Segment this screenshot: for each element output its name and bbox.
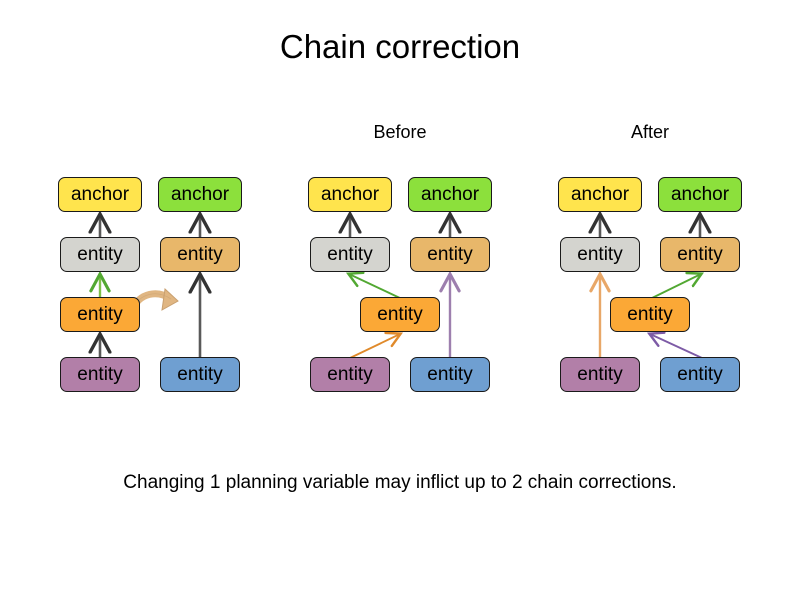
page-title: Chain correction <box>279 28 521 65</box>
node-label: entity <box>677 244 723 265</box>
group-after-entity-orange[interactable]: entity <box>610 297 690 332</box>
node-label: entity <box>427 244 473 265</box>
node-label: anchor <box>170 184 230 205</box>
edge-orange-to-grey-entity <box>349 274 403 300</box>
node-label: entity <box>677 364 723 385</box>
edges-group-after <box>600 215 703 359</box>
group-after-entity-blue[interactable]: entity <box>660 357 740 392</box>
edge-change-curve-head <box>161 287 179 311</box>
node-label: anchor <box>70 184 130 205</box>
node-label: entity <box>77 304 123 325</box>
group-before-entity-grey[interactable]: entity <box>310 237 390 272</box>
edges-group-initial <box>100 215 200 358</box>
edge-purple-to-orange-entity <box>349 334 400 359</box>
group-initial-anchor-left[interactable]: anchor <box>58 177 142 212</box>
node-label: entity <box>77 364 123 385</box>
node-label: entity <box>427 364 473 385</box>
node-label: entity <box>327 244 373 265</box>
node-label: entity <box>327 364 373 385</box>
node-label: anchor <box>320 184 380 205</box>
group-after-entity-grey[interactable]: entity <box>560 237 640 272</box>
node-label: anchor <box>670 184 730 205</box>
node-label: entity <box>377 304 423 325</box>
group-initial-entity-grey[interactable]: entity <box>60 237 140 272</box>
group-after-anchor-left[interactable]: anchor <box>558 177 642 212</box>
node-label: entity <box>577 364 623 385</box>
node-label: entity <box>177 364 223 385</box>
group-initial-entity-purple[interactable]: entity <box>60 357 140 392</box>
group-before-anchor-right[interactable]: anchor <box>408 177 492 212</box>
label-before: Before <box>373 122 427 142</box>
group-before-entity-blue[interactable]: entity <box>410 357 490 392</box>
group-after-entity-purple[interactable]: entity <box>560 357 640 392</box>
edge-blue-to-orange-entity <box>650 334 703 359</box>
group-initial-entity-tan[interactable]: entity <box>160 237 240 272</box>
group-before-entity-tan[interactable]: entity <box>410 237 490 272</box>
node-label: entity <box>177 244 223 265</box>
node-label: entity <box>627 304 673 325</box>
group-initial-anchor-right[interactable]: anchor <box>158 177 242 212</box>
node-label: anchor <box>570 184 630 205</box>
group-initial-entity-blue[interactable]: entity <box>160 357 240 392</box>
group-after-entity-tan[interactable]: entity <box>660 237 740 272</box>
edges-group-before <box>349 215 450 359</box>
group-before-entity-orange[interactable]: entity <box>360 297 440 332</box>
group-after-anchor-right[interactable]: anchor <box>658 177 742 212</box>
label-after: After <box>630 122 669 142</box>
node-label: anchor <box>420 184 480 205</box>
node-label: entity <box>77 244 123 265</box>
group-initial-entity-orange[interactable]: entity <box>60 297 140 332</box>
node-label: entity <box>577 244 623 265</box>
group-before-anchor-left[interactable]: anchor <box>308 177 392 212</box>
edge-orange-to-tan-entity <box>649 274 701 300</box>
slide-caption: Changing 1 planning variable may inflict… <box>123 472 677 493</box>
group-before-entity-purple[interactable]: entity <box>310 357 390 392</box>
